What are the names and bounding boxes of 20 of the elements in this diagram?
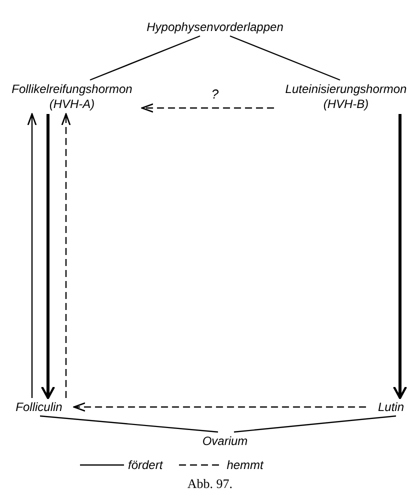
legend-label: fördert (128, 457, 163, 474)
node-label: Ovarium (202, 434, 248, 448)
node-label: Lutin (378, 400, 404, 414)
dashed-arrow (61, 113, 71, 398)
node-label: Luteinisierungshormon (HVH-B) (284, 82, 408, 112)
figure-caption: Abb. 97. (187, 475, 233, 493)
connector-line (230, 35, 340, 81)
connector-line (90, 35, 200, 81)
legend-label: hemmt (226, 457, 264, 474)
node-label: Folliculin (16, 400, 62, 414)
node-label: Hypophysenvorderlappen (146, 20, 284, 34)
connector-line (234, 415, 396, 433)
dashed-arrow (73, 402, 366, 412)
edge-label: ? (210, 88, 220, 100)
connector-line (40, 415, 218, 433)
arrow (40, 114, 56, 400)
arrow (27, 113, 37, 398)
node-label: Follikelreifungshormon (HVH-A) (10, 82, 134, 112)
arrow (392, 114, 408, 400)
dashed-arrow (141, 103, 274, 113)
